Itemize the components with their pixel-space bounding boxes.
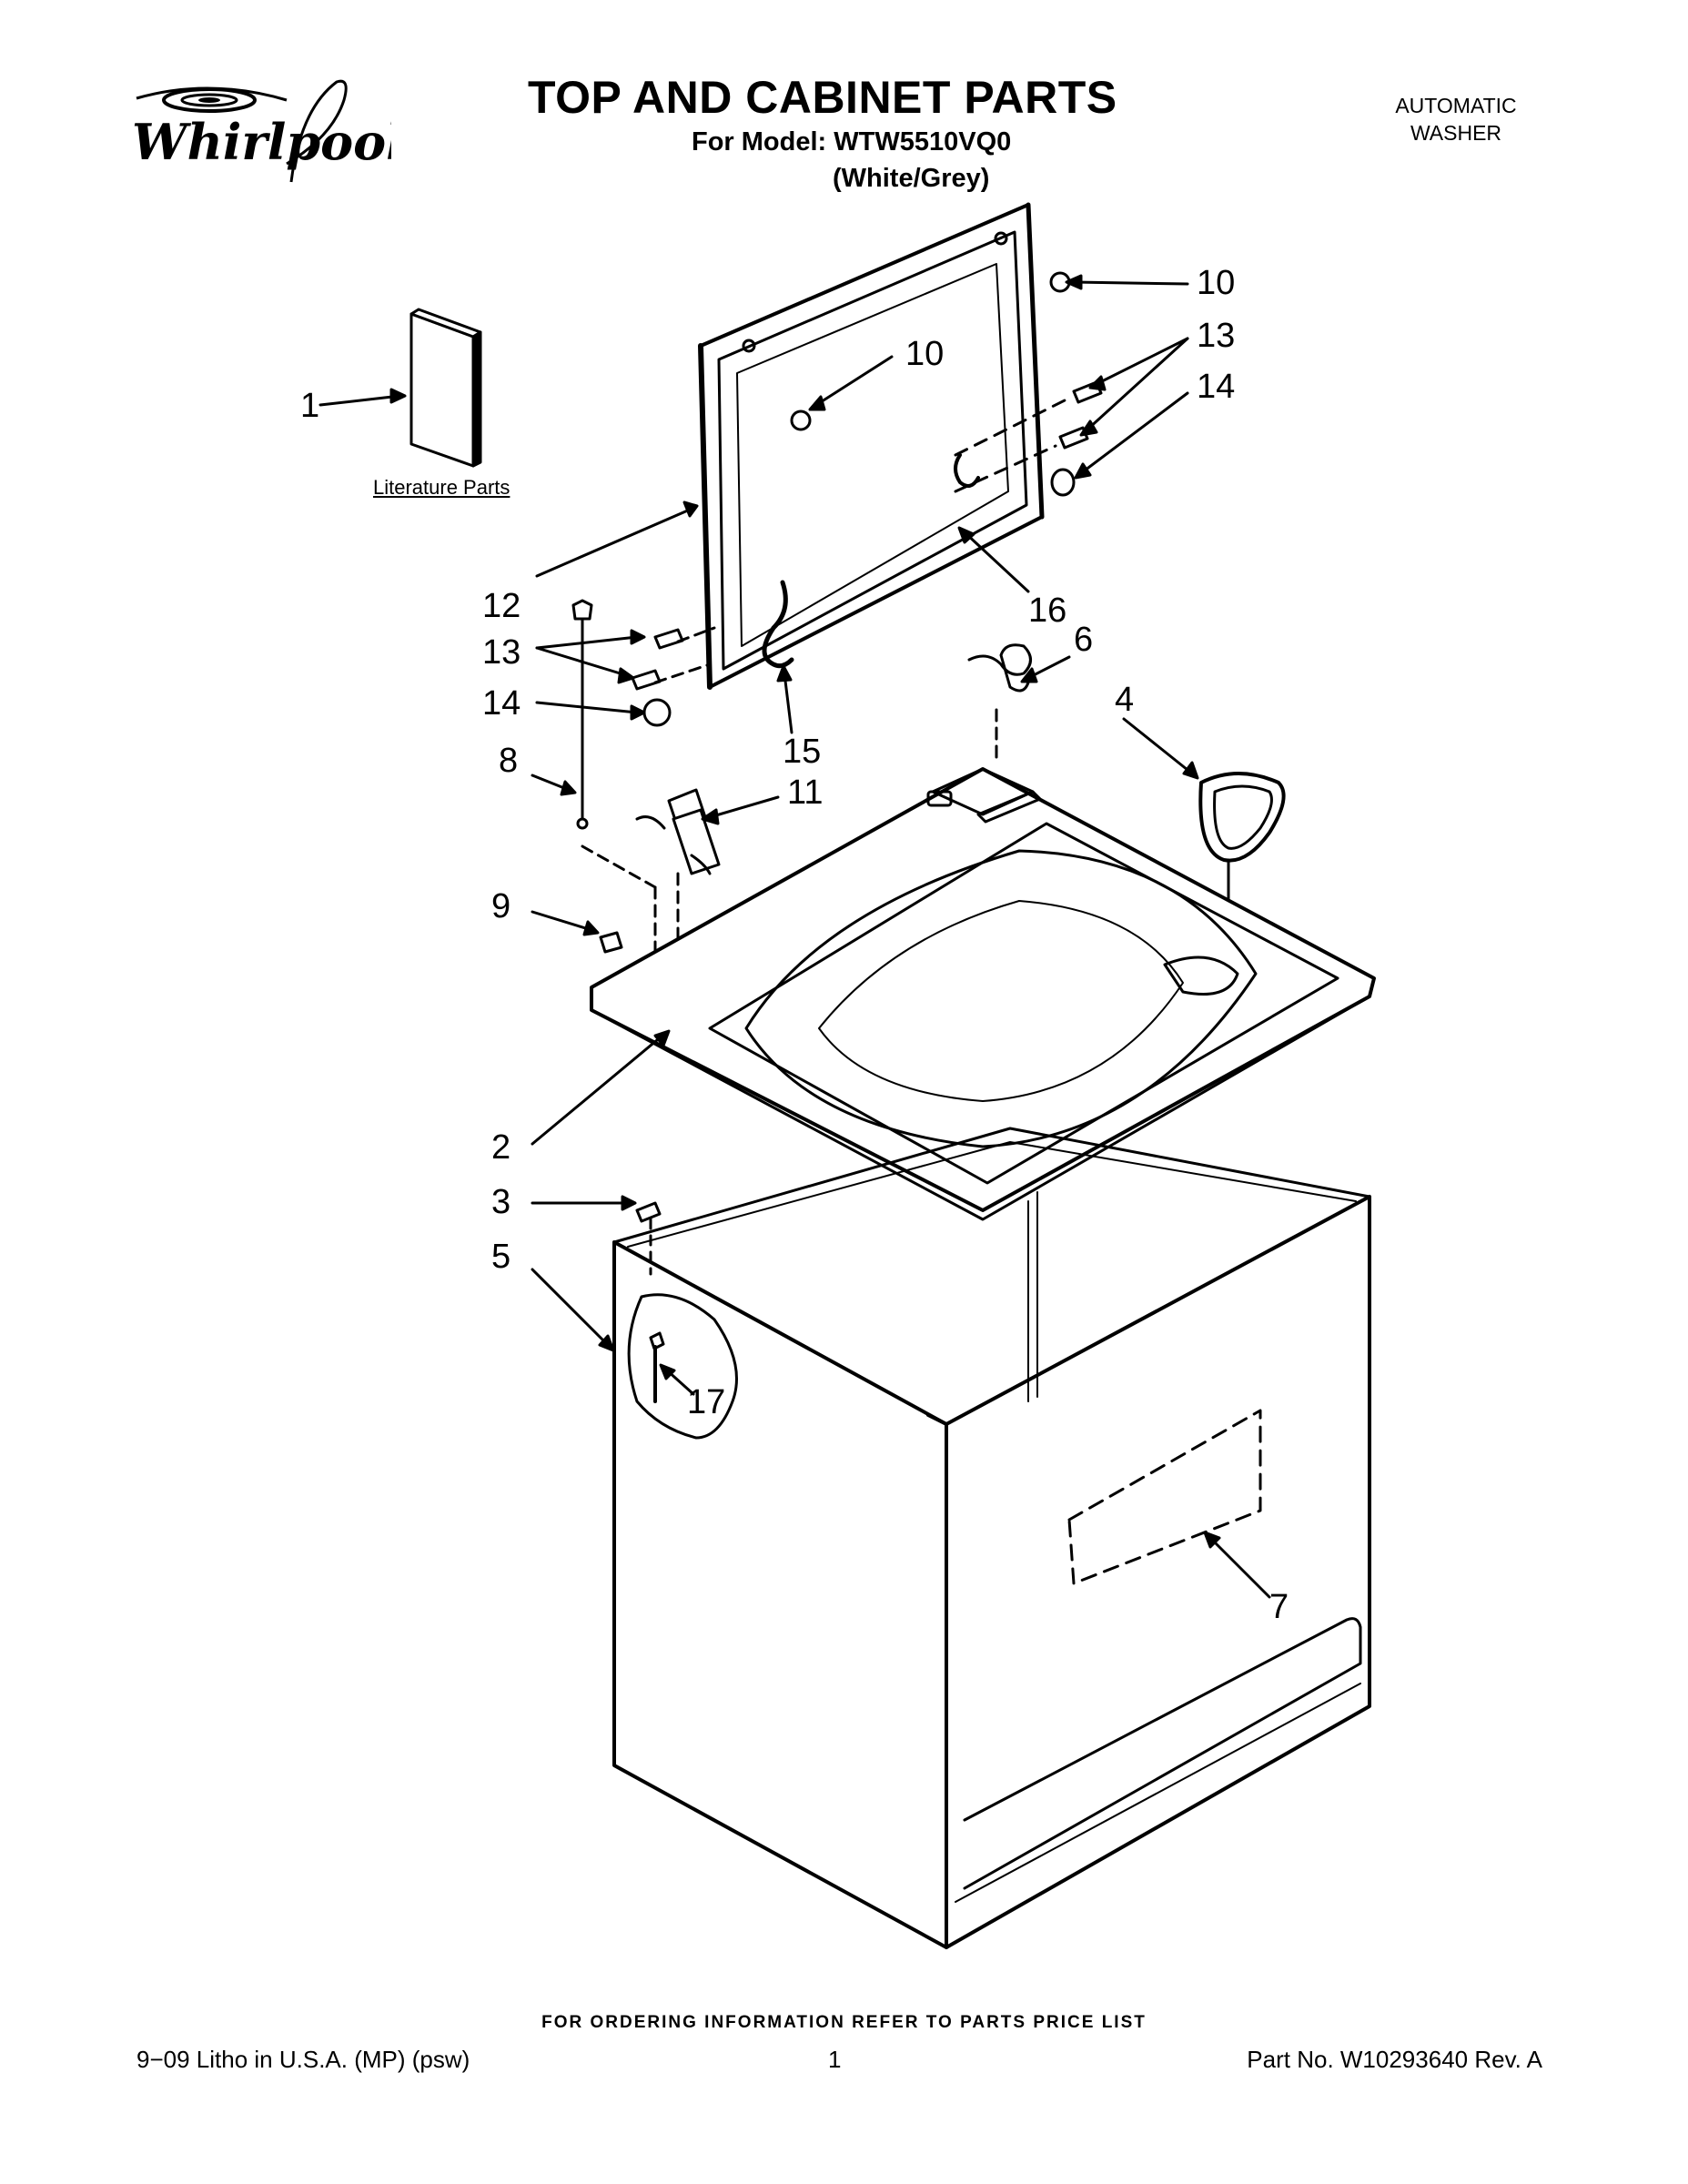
callout-10-lid: 10 bbox=[905, 335, 945, 373]
page-title: TOP AND CABINET PARTS bbox=[528, 72, 1117, 123]
literature-parts-label: Literature Parts bbox=[373, 476, 510, 499]
appliance-type-line2: WASHER bbox=[1410, 121, 1502, 145]
page-number: 1 bbox=[828, 2046, 842, 2073]
fabric-softener-cup bbox=[1198, 772, 1286, 989]
callout-13-left: 13 bbox=[482, 633, 521, 672]
callout-8: 8 bbox=[499, 742, 519, 780]
washer-cabinet bbox=[612, 1127, 1371, 1949]
ordering-note: FOR ORDERING INFORMATION REFER TO PARTS … bbox=[541, 2013, 1147, 2032]
callout-14-right: 14 bbox=[1197, 368, 1236, 406]
callout-3: 3 bbox=[491, 1183, 511, 1221]
callout-14-left: 14 bbox=[482, 684, 521, 723]
callout-16: 16 bbox=[1028, 592, 1067, 630]
litho-info: 9−09 Litho in U.S.A. (MP) (psw) bbox=[136, 2046, 470, 2073]
callout-2: 2 bbox=[491, 1128, 511, 1167]
part-number: Part No. W10293640 Rev. A bbox=[1247, 2046, 1542, 2073]
lid-lock-clip bbox=[967, 643, 1032, 693]
literature-booklet bbox=[409, 308, 482, 468]
svg-text:Whirlpool: Whirlpool bbox=[132, 113, 391, 171]
callout-17: 17 bbox=[687, 1383, 726, 1421]
appliance-type-line1: AUTOMATIC bbox=[1395, 94, 1517, 117]
brand-logo: Whirlpool bbox=[132, 79, 391, 183]
color-variant: (White/Grey) bbox=[833, 164, 990, 193]
callout-4: 4 bbox=[1115, 681, 1135, 719]
callout-15: 15 bbox=[783, 733, 822, 771]
lid-hardware-left bbox=[631, 410, 812, 727]
model-number: For Model: WTW5510VQ0 bbox=[692, 127, 1012, 157]
cabinet-clip bbox=[635, 1201, 662, 1223]
callout-13-right: 13 bbox=[1197, 317, 1236, 355]
hidden-rear-panel bbox=[1067, 1409, 1262, 1585]
washer-top-panel bbox=[590, 767, 1376, 1221]
hinge-bushing bbox=[954, 453, 980, 488]
callout-leaders bbox=[318, 274, 1271, 1599]
callout-12: 12 bbox=[482, 587, 521, 625]
callout-10-top: 10 bbox=[1197, 264, 1236, 302]
callout-11: 11 bbox=[787, 774, 824, 812]
callout-5: 5 bbox=[491, 1238, 511, 1276]
callout-7: 7 bbox=[1269, 1588, 1289, 1626]
callout-9: 9 bbox=[491, 887, 511, 925]
lid-switch-assembly bbox=[571, 599, 721, 994]
callout-1: 1 bbox=[300, 387, 320, 425]
lid-assembly bbox=[698, 202, 1045, 690]
callout-6: 6 bbox=[1074, 621, 1094, 659]
